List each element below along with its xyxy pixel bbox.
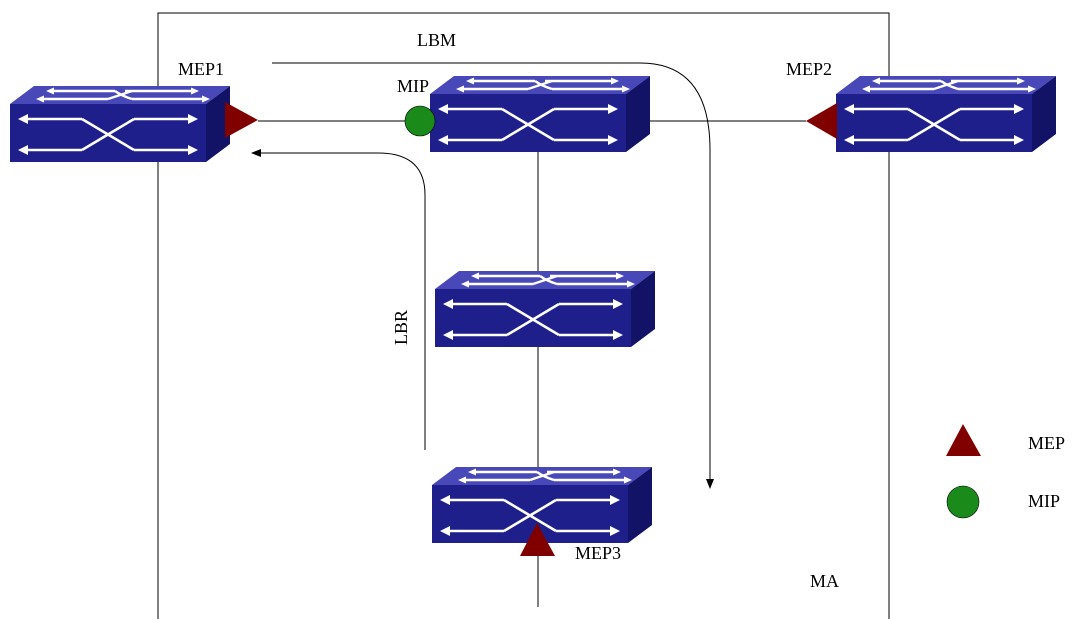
mep1-marker-lower [225, 120, 258, 138]
switch-mep2 [834, 74, 1058, 154]
legend-mip-label: MIP [1028, 491, 1060, 511]
legend: MEP MIP [946, 424, 1065, 519]
mip-label: MIP [397, 76, 429, 96]
lbr-label: LBR [391, 310, 411, 345]
mep2-label: MEP2 [786, 59, 832, 79]
lbm-label: LBM [417, 30, 456, 50]
mep1-label: MEP1 [178, 59, 224, 79]
mep3-label: MEP3 [575, 543, 621, 563]
lbr-arrow [251, 149, 426, 450]
mep3-marker [520, 523, 555, 556]
ma-domain-border [157, 12, 890, 619]
legend-mip-icon [946, 485, 980, 519]
switch-center-top [428, 74, 652, 154]
switch-mep3 [430, 465, 654, 545]
legend-mep-label: MEP [1028, 433, 1065, 453]
switch-mep1 [8, 84, 232, 164]
lbm-arrow [272, 62, 714, 489]
network-links [258, 120, 806, 607]
mip-marker [404, 105, 436, 137]
mep2-marker [806, 103, 837, 139]
legend-mep-icon [946, 424, 981, 456]
switch-middle [433, 269, 657, 349]
ma-label: MA [810, 571, 839, 591]
mep1-marker [225, 102, 258, 120]
